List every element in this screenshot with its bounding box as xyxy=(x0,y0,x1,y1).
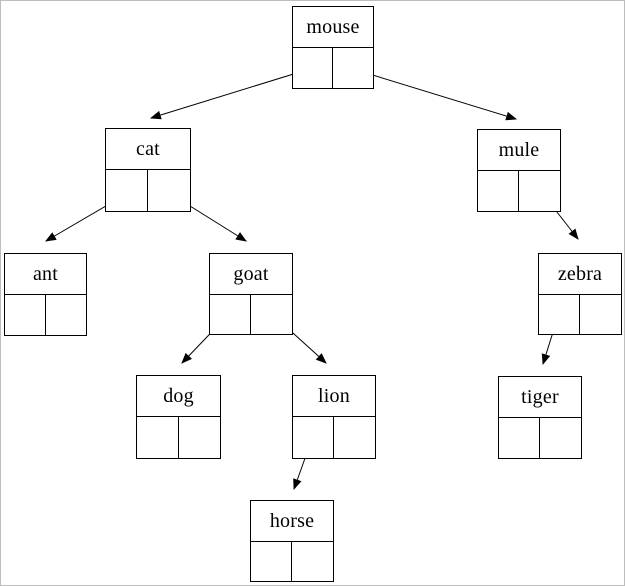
pointer-cells xyxy=(251,542,333,581)
tree-node-goat: goat xyxy=(209,253,293,335)
pointer-cells xyxy=(293,48,373,88)
pointer-cells xyxy=(106,170,190,211)
left-pointer-cell xyxy=(137,417,179,458)
node-label-mule: mule xyxy=(478,130,560,171)
right-pointer-cell xyxy=(251,295,292,334)
right-pointer-cell xyxy=(519,171,560,211)
left-pointer-cell xyxy=(5,295,46,335)
pointer-cells xyxy=(5,295,86,335)
tree-node-horse: horse xyxy=(250,500,334,582)
right-pointer-cell xyxy=(46,295,87,335)
right-pointer-cell xyxy=(540,418,581,458)
node-label-goat: goat xyxy=(210,254,292,295)
right-pointer-cell xyxy=(333,48,373,88)
tree-node-zebra: zebra xyxy=(538,253,622,335)
node-label-ant: ant xyxy=(5,254,86,295)
right-pointer-cell xyxy=(148,170,190,211)
node-label-lion: lion xyxy=(293,376,375,417)
node-label-cat: cat xyxy=(106,129,190,170)
left-pointer-cell xyxy=(293,417,334,458)
left-pointer-cell xyxy=(293,48,333,88)
tree-node-ant: ant xyxy=(4,253,87,336)
left-pointer-cell xyxy=(210,295,251,334)
tree-node-cat: cat xyxy=(105,128,191,212)
left-pointer-cell xyxy=(478,171,519,211)
edge-mouse-mule xyxy=(352,68,518,121)
pointer-cells xyxy=(539,295,621,334)
tree-node-mouse: mouse xyxy=(292,6,374,89)
right-pointer-cell xyxy=(580,295,621,334)
edge-mouse-cat xyxy=(149,67,314,120)
right-pointer-cell xyxy=(334,417,375,458)
pointer-cells xyxy=(293,417,375,458)
right-pointer-cell xyxy=(179,417,221,458)
pointer-cells xyxy=(478,171,560,211)
node-label-tiger: tiger xyxy=(499,377,581,418)
pointer-cells xyxy=(137,417,220,458)
tree-node-tiger: tiger xyxy=(498,376,582,459)
pointer-cells xyxy=(210,295,292,334)
tree-node-dog: dog xyxy=(136,375,221,459)
left-pointer-cell xyxy=(251,542,292,581)
node-label-zebra: zebra xyxy=(539,254,621,295)
left-pointer-cell xyxy=(539,295,580,334)
pointer-cells xyxy=(499,418,581,458)
right-pointer-cell xyxy=(292,542,333,581)
left-pointer-cell xyxy=(106,170,148,211)
tree-node-lion: lion xyxy=(292,375,376,459)
tree-node-mule: mule xyxy=(477,129,561,212)
node-label-mouse: mouse xyxy=(293,7,373,48)
left-pointer-cell xyxy=(499,418,540,458)
node-label-horse: horse xyxy=(251,501,333,542)
node-label-dog: dog xyxy=(137,376,220,417)
